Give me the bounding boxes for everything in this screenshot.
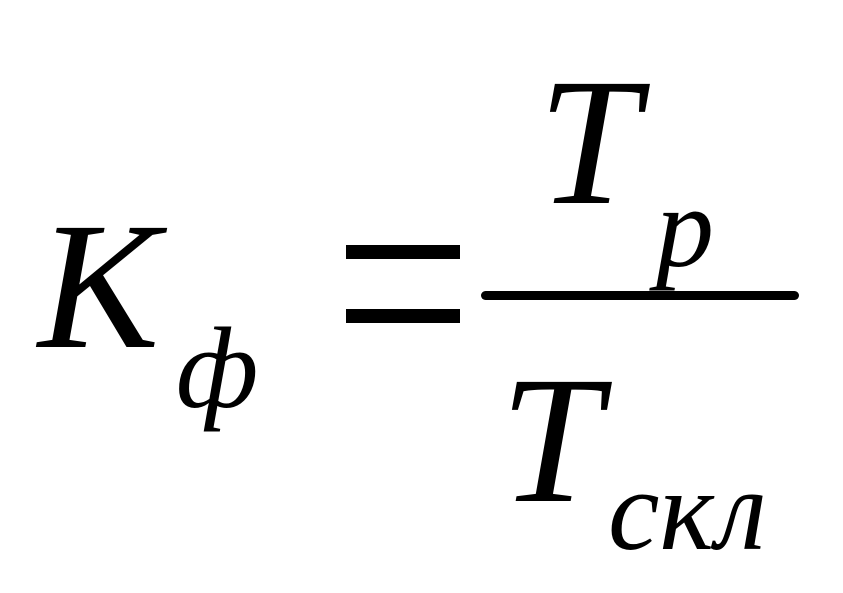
numerator-subscript: p (656, 164, 714, 292)
lhs-symbol: K (38, 186, 160, 387)
equals-bar-bottom (346, 309, 460, 323)
denominator-subscript: скл (608, 447, 767, 575)
equals-bar-top (346, 245, 460, 259)
fraction-line (481, 291, 799, 300)
lhs-subscript: ф (176, 305, 259, 433)
denominator-symbol: T (500, 340, 602, 541)
numerator-symbol: T (538, 42, 640, 243)
equals-sign (346, 245, 460, 323)
